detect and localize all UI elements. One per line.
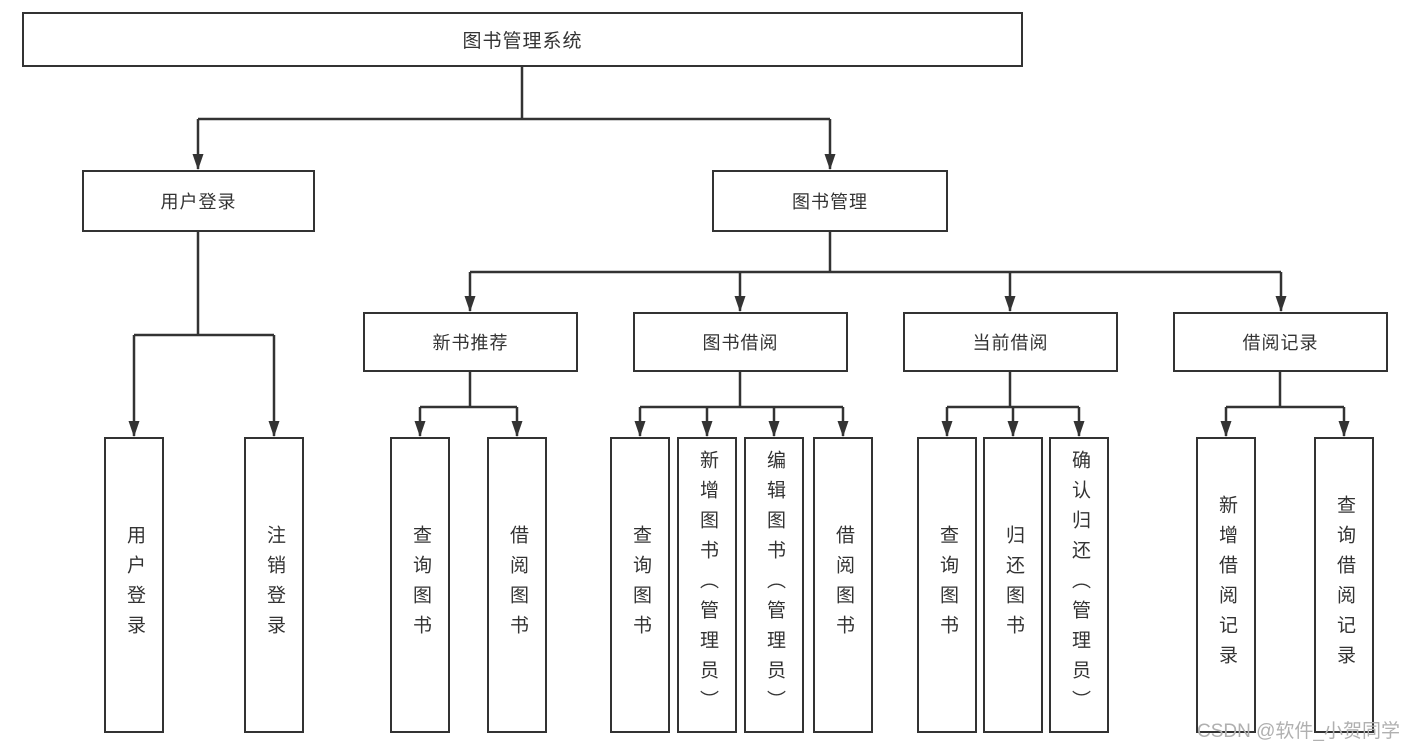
leaf-add-borrow-record: 新增借阅记录 xyxy=(1196,437,1256,733)
node-book-borrow: 图书借阅 xyxy=(633,312,848,372)
leaf-query-books-1: 查询图书 xyxy=(390,437,450,733)
leaf-logout: 注销登录 xyxy=(244,437,304,733)
leaf-borrow-books-1: 借阅图书 xyxy=(487,437,547,733)
node-new-book-recommend: 新书推荐 xyxy=(363,312,578,372)
leaf-user-login: 用户登录 xyxy=(104,437,164,733)
node-current-borrow: 当前借阅 xyxy=(903,312,1118,372)
node-borrow-record: 借阅记录 xyxy=(1173,312,1388,372)
node-book-management: 图书管理 xyxy=(712,170,948,232)
leaf-query-books-2: 查询图书 xyxy=(610,437,670,733)
leaf-query-borrow-record: 查询借阅记录 xyxy=(1314,437,1374,733)
leaf-borrow-books-2: 借阅图书 xyxy=(813,437,873,733)
leaf-query-books-3: 查询图书 xyxy=(917,437,977,733)
leaf-add-books-admin: 新增图书（管理员） xyxy=(677,437,737,733)
leaf-edit-books-admin: 编辑图书（管理员） xyxy=(744,437,804,733)
leaf-return-books: 归还图书 xyxy=(983,437,1043,733)
node-user-login: 用户登录 xyxy=(82,170,315,232)
leaf-confirm-return-admin: 确认归还（管理员） xyxy=(1049,437,1109,733)
node-root: 图书管理系统 xyxy=(22,12,1023,67)
